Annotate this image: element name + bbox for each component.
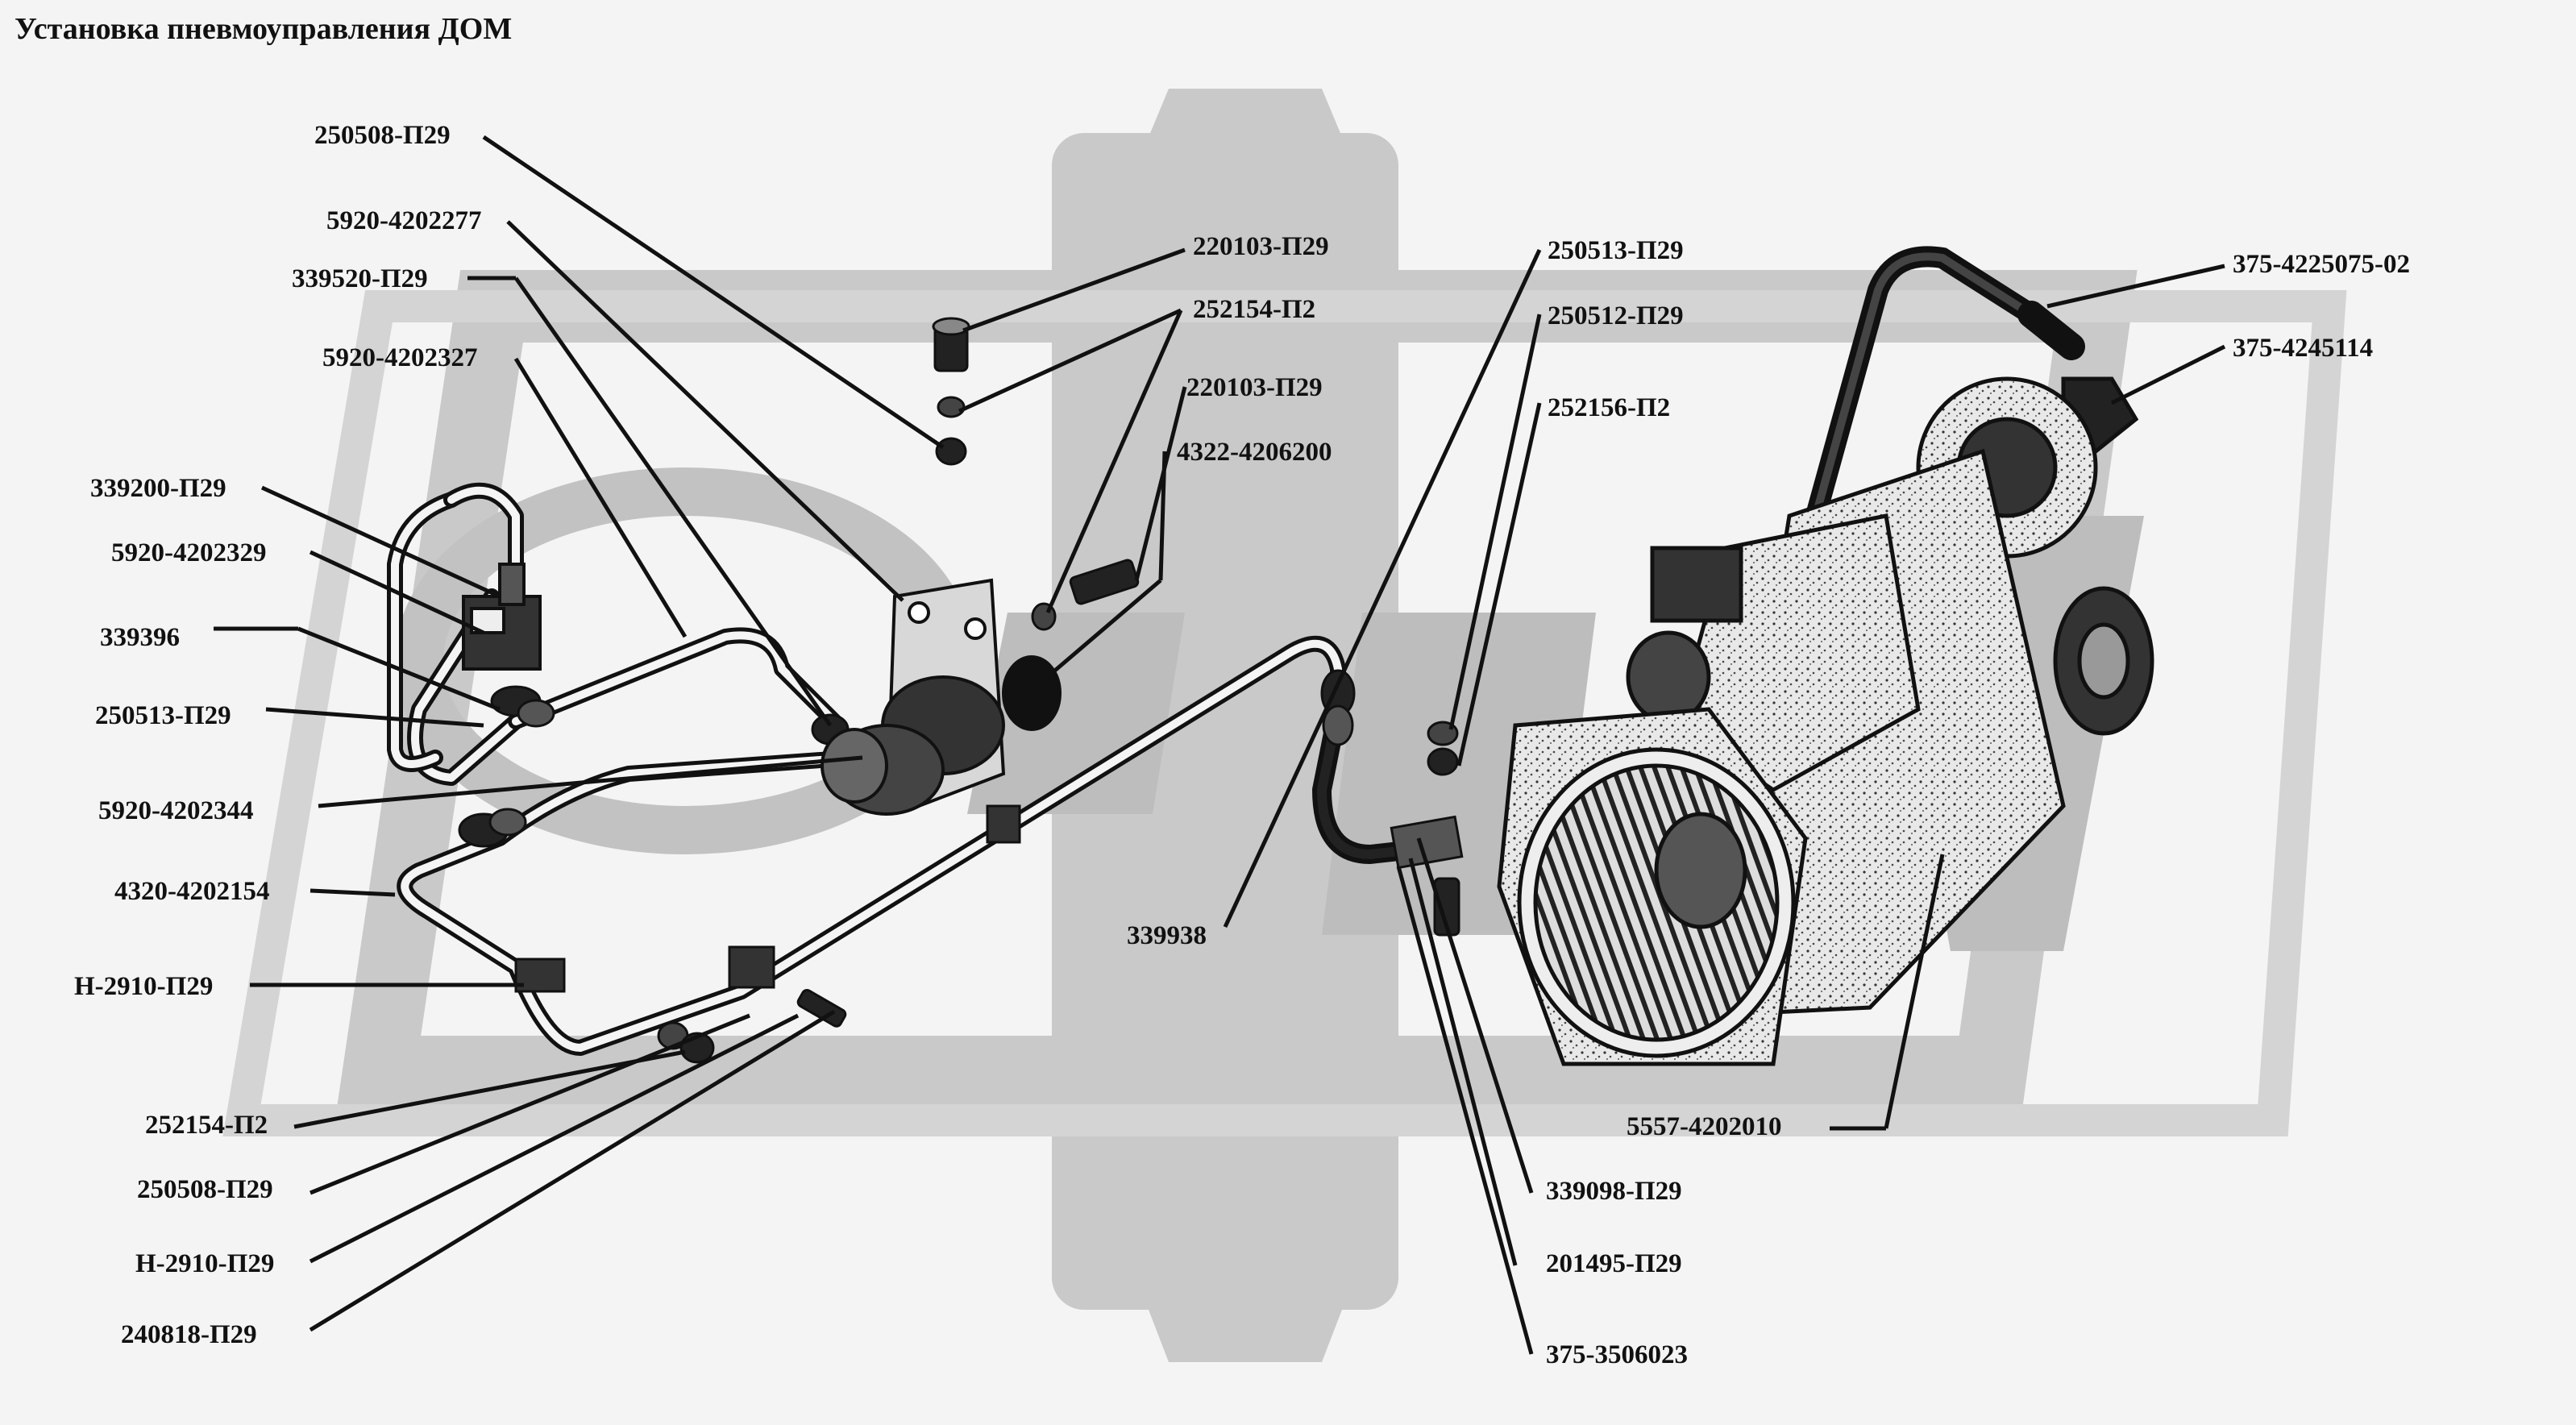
callout-label: 4320-4202154 <box>114 877 270 906</box>
callout-label: 4322-4206200 <box>1177 438 1332 467</box>
callout-label: Н-2910-П29 <box>74 972 214 1001</box>
callout-label: 375-3506023 <box>1546 1340 1688 1369</box>
callout-label: 375-4245114 <box>2233 334 2374 363</box>
callout-label: 339396 <box>100 623 180 652</box>
pipe-assembly-right <box>1803 246 2085 534</box>
callout-label: 339938 <box>1127 921 1207 950</box>
callout-label: 250512-П29 <box>1548 301 1684 330</box>
callout-label: 250513-П29 <box>1548 236 1684 265</box>
hardware-parts <box>657 317 1464 1064</box>
pipe-assembly-left <box>387 482 1452 1056</box>
callout-label: 5920-4202277 <box>326 206 482 235</box>
callout-label: 5557-4202010 <box>1627 1112 1782 1141</box>
callout-label: Н-2910-П29 <box>135 1249 275 1278</box>
callout-label: 5920-4202329 <box>111 538 267 567</box>
callout-label: 250513-П29 <box>95 701 231 730</box>
callout-label: 339200-П29 <box>90 474 226 503</box>
callout-label: 201495-П29 <box>1546 1249 1682 1278</box>
callout-label: 250508-П29 <box>137 1175 273 1204</box>
valve-bracket <box>821 578 1062 816</box>
callout-label: 5920-4202344 <box>98 796 254 825</box>
connector-block-left <box>462 563 542 671</box>
callout-label: 339520-П29 <box>292 264 428 293</box>
callout-label: 252154-П2 <box>145 1111 268 1140</box>
callout-label: 375-4225075-02 <box>2233 250 2410 279</box>
callout-label: 252154-П2 <box>1193 295 1316 324</box>
callout-label: 252156-П2 <box>1548 393 1671 422</box>
diagram-title: Установка пневмоуправления ДОМ <box>15 12 513 46</box>
leader-lines <box>214 135 2226 1355</box>
callout-label: 220103-П29 <box>1193 232 1329 261</box>
clutch-housing <box>1497 376 2154 1066</box>
callout-label: 250508-П29 <box>314 121 451 150</box>
callout-label: 220103-П29 <box>1186 373 1323 402</box>
callout-label: 240818-П29 <box>121 1320 257 1349</box>
callout-label: 339098-П29 <box>1546 1177 1682 1206</box>
callout-label: 5920-4202327 <box>322 343 478 372</box>
